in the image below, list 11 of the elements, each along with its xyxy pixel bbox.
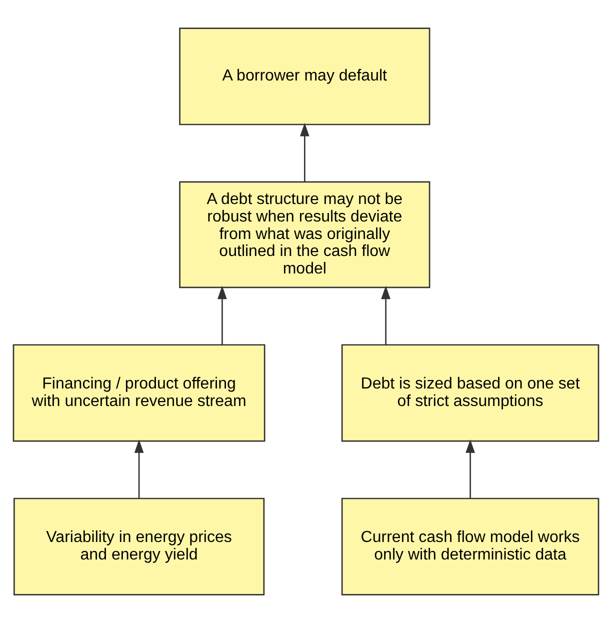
arrow — [218, 286, 227, 345]
node-box: Debt is sized based on one set of strict assumptions — [341, 344, 600, 442]
node-box: A borrower may default — [179, 28, 430, 126]
node-box: A debt structure may not be robust when results deviate from what was originally outlined in the cash flow model — [179, 181, 430, 288]
node-box: Variability in energy prices and energy yield — [14, 498, 265, 596]
arrow — [381, 286, 390, 345]
arrow — [300, 122, 310, 182]
node-box: Financing / product offering with uncertain revenue stream — [12, 344, 266, 442]
arrow — [134, 439, 144, 498]
arrow — [466, 439, 475, 498]
node-box: Current cash flow model works only with deterministic data — [341, 498, 600, 596]
